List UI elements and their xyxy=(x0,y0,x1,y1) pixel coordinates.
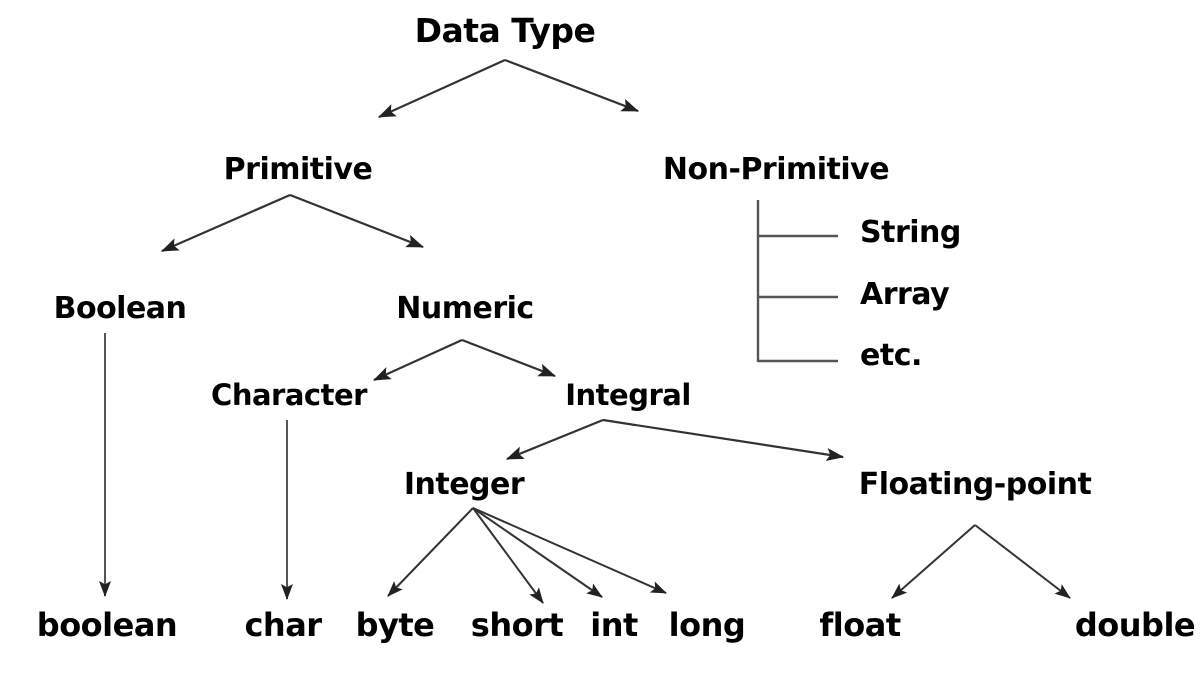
node-string: String xyxy=(860,215,961,250)
leaf-long: long xyxy=(668,606,746,644)
edge-primitive-to-numeric xyxy=(289,193,425,249)
node-non-primitive: Non-Primitive xyxy=(662,152,890,187)
node-data-type: Data Type xyxy=(414,11,596,50)
leaf-float: float xyxy=(819,606,901,644)
edge-integer-to-short xyxy=(472,507,544,604)
node-floating-point: Floating-point xyxy=(858,467,1092,502)
edge-integral-to-integer xyxy=(505,418,604,461)
edge-root-to-non-primitive xyxy=(504,58,640,113)
node-boolean-category: Boolean xyxy=(53,291,187,326)
edge-integral-to-floating-point xyxy=(602,418,845,462)
node-integer: Integer xyxy=(403,467,525,502)
leaf-short: short xyxy=(470,606,564,644)
edge-integer-to-byte xyxy=(387,507,474,597)
node-character: Character xyxy=(211,378,367,412)
edge-primitive-to-boolean xyxy=(160,193,291,253)
edge-integer-to-long xyxy=(472,507,667,594)
edge-floating-point-to-double xyxy=(974,524,1071,599)
edge-floating-point-to-float xyxy=(891,524,976,599)
node-array: Array xyxy=(860,277,950,312)
leaf-byte: byte xyxy=(355,606,435,644)
leaf-char: char xyxy=(244,606,322,644)
edge-integer-to-int xyxy=(472,507,603,598)
node-numeric: Numeric xyxy=(396,291,534,326)
edge-numeric-to-integral xyxy=(461,338,557,378)
leaf-double: double xyxy=(1074,606,1196,644)
leaf-int: int xyxy=(590,606,638,644)
edge-root-to-primitive xyxy=(377,58,506,119)
edge-numeric-to-character xyxy=(372,338,463,382)
node-etc: etc. xyxy=(860,338,922,373)
node-integral: Integral xyxy=(565,378,691,412)
leaf-boolean: boolean xyxy=(36,606,178,644)
node-primitive: Primitive xyxy=(223,152,373,187)
